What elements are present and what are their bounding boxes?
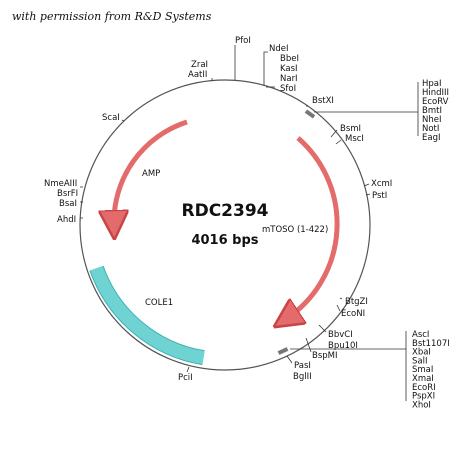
site-marker-top [304,109,316,119]
site-label-bsrfi: BsrFI [57,189,78,199]
site-label-pasi: PasI [294,361,311,371]
site-label-sfoi: SfoI [280,84,296,94]
site-label-msci: MscI [345,134,364,144]
site-marker-bottom [277,347,289,355]
mcs-site-bmti: BmtI [422,106,442,116]
credit-text: with permission from R&D Systems [12,10,212,23]
site-label-ndei: NdeI [269,44,289,54]
leader-econi [336,304,341,312]
site-label-btgzi: BtgZI [345,297,368,307]
mcs-site-smai: SmaI [412,365,433,375]
plasmid-size: 4016 bps [191,233,258,248]
leader-bbvci [318,324,327,333]
site-label-xcmi: XcmI [371,179,392,189]
insert-arrow [286,136,340,319]
plasmid-backbone [79,79,371,371]
site-label-nari: NarI [280,74,298,84]
site-label-bbei: BbeI [280,54,299,64]
mcs-site-ecorv: EcoRV [422,97,449,107]
site-label-zrai: ZraI [191,60,208,70]
leader-ndei-group [263,51,268,86]
site-label-ahdi: AhdI [57,215,76,225]
mcs-site-noti: NotI [422,124,439,134]
mcs-site-hindiii: HindIII [422,88,449,98]
amp-arrow [114,119,188,225]
leader-xcmi [363,183,370,187]
leader-msci [335,139,342,145]
site-label-pfoi: PfoI [235,36,251,46]
leader-bsmi [330,129,338,138]
mcs-site-ecori: EcoRI [412,383,436,393]
site-label-bglii: BglII [293,372,312,382]
plasmid-name: RDC2394 [182,201,269,221]
site-label-nmeaiii: NmeAIII [44,179,77,189]
mcs-site-xbai: XbaI [412,348,431,358]
site-label-bpu10i: Bpu10I [328,341,358,351]
leader-scai [121,119,125,122]
feature-label-amp: AMP [142,169,160,179]
mcs-site-nhei: NheI [422,115,441,125]
site-label-pcii: PciI [178,373,193,383]
site-label-kasi: KasI [280,64,298,74]
mcs-bottom-list: AscIBst1107IXbaISalISmaIXmaIEcoRIPspXIXh… [412,330,450,410]
site-label-bbvci: BbvCI [328,330,353,340]
site-label-econi: EcoNI [341,309,365,319]
mcs-site-asci: AscI [412,330,429,340]
site-label-bspmi: BspMI [312,351,338,361]
leader-pcii [186,366,190,373]
leader-pasi [286,355,293,364]
site-label-aatii: AatII [188,70,207,80]
cole1-origin-fill [90,265,205,365]
leader-psti [365,193,371,196]
mcs-site-hpai: HpaI [422,79,442,89]
mcs-site-xhoi: XhoI [412,400,431,410]
mcs-site-eagi: EagI [422,133,440,143]
leader-bspmi [305,337,312,353]
site-label-bstxi: BstXI [312,96,334,106]
feature-label-cole1: COLE1 [145,298,173,308]
site-label-scai: ScaI [102,113,120,123]
mcs-site-pspxi: PspXI [412,392,435,402]
mcs-site-bst1107i: Bst1107I [412,339,450,349]
site-label-psti: PstI [372,191,387,201]
mcs-site-sali: SalI [412,356,427,366]
mcs-site-xmai: XmaI [412,374,434,384]
site-label-bsmi: BsmI [340,124,361,134]
site-label-bsai: BsaI [59,199,77,209]
feature-label-insert: mTOSO (1-422) [262,225,328,235]
leader-btgzi [339,297,343,300]
